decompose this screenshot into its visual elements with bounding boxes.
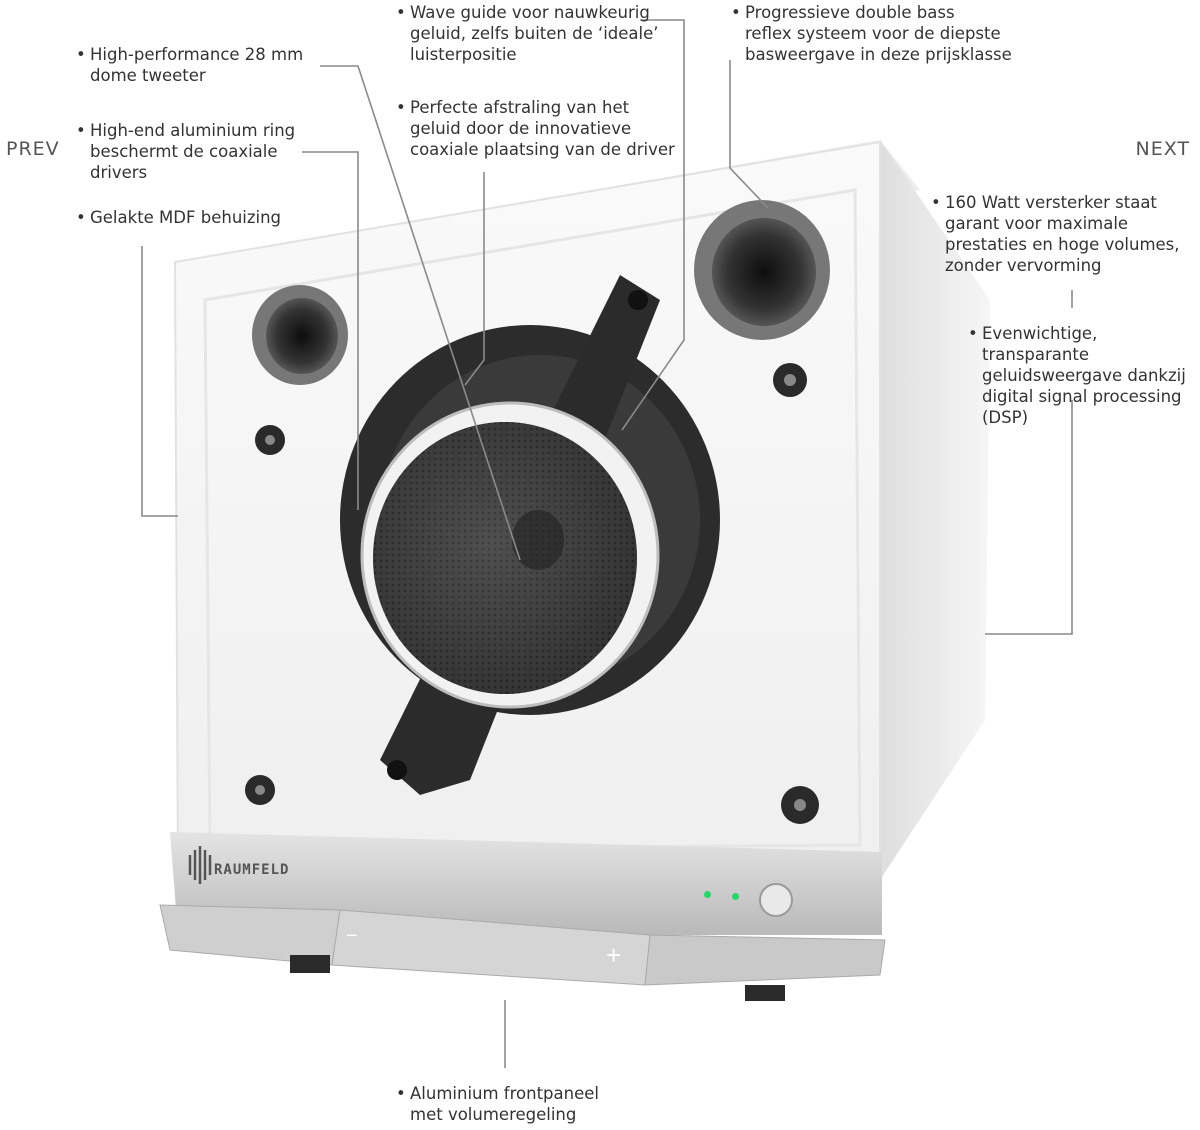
annotation-dsp: •Evenwichtige, transparante geluidsweerg… (968, 324, 1186, 427)
annotation-radiation: •Perfecte afstraling van het geluid door… (396, 98, 675, 159)
annotation-waveguide: •Wave guide voor nauwkeurig geluid, zelf… (396, 3, 659, 64)
volume-down-button[interactable]: − (346, 925, 358, 947)
power-button (759, 883, 793, 917)
next-button[interactable]: NEXT (1135, 138, 1190, 160)
volume-up-button[interactable]: + (606, 940, 622, 970)
status-led-2 (732, 893, 739, 900)
annotation-bass: •Progressieve double bass reflex systeem… (731, 3, 1012, 64)
annotation-amp: •160 Watt versterker staat garant voor m… (931, 193, 1180, 275)
status-led-1 (704, 891, 711, 898)
annotation-front: •Aluminium frontpaneel met volumeregelin… (396, 1084, 599, 1124)
annotation-ring: •High-end aluminium ring beschermt de co… (76, 121, 296, 182)
callout-lines (141, 19, 1073, 1068)
cabinet-side (880, 140, 990, 880)
front-panel (170, 832, 882, 935)
prev-button[interactable]: PREV (6, 138, 60, 160)
brand-logo: RAUMFELD (214, 862, 290, 878)
annotation-tweeter: •High-performance 28 mm dome tweeter (76, 45, 304, 85)
annotation-mdf: •Gelakte MDF behuizing (76, 208, 282, 227)
